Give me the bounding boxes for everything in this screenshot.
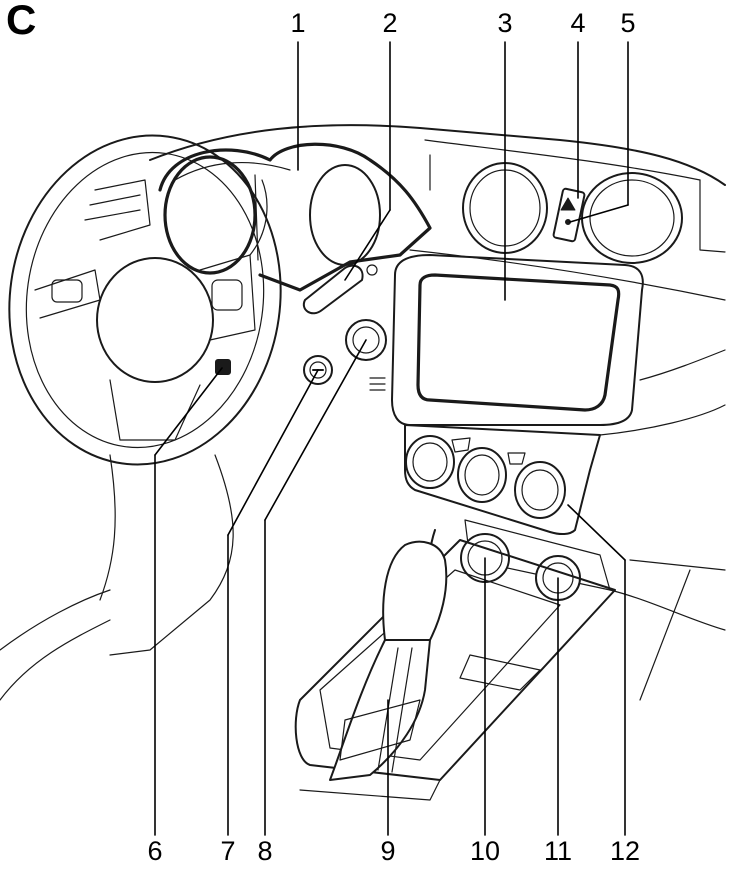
callout-1: 1	[290, 8, 306, 38]
steering-wheel	[8, 134, 282, 466]
figure-heading: C	[6, 0, 37, 43]
callout-6: 6	[147, 836, 163, 866]
engine-start-button	[345, 319, 387, 391]
dashboard-outline	[0, 124, 726, 701]
leader-lines	[154, 41, 629, 836]
callout-2: 2	[382, 8, 398, 38]
right-air-vent	[581, 172, 683, 264]
climate-control-panel	[404, 424, 601, 536]
callout-7: 7	[220, 836, 236, 866]
indicator-stalk	[302, 264, 378, 315]
gear-selector	[329, 540, 448, 781]
callout-5: 5	[620, 8, 636, 38]
callout-9: 9	[380, 836, 396, 866]
callout-4: 4	[570, 8, 586, 38]
hazard-switch	[552, 187, 586, 243]
callout-8: 8	[257, 836, 273, 866]
callout-3: 3	[497, 8, 513, 38]
callout-11: 11	[543, 836, 573, 866]
callout-10: 10	[469, 836, 501, 866]
callout-12: 12	[609, 836, 641, 866]
ignition-switch	[303, 355, 333, 385]
centre-display-screen	[391, 254, 644, 426]
